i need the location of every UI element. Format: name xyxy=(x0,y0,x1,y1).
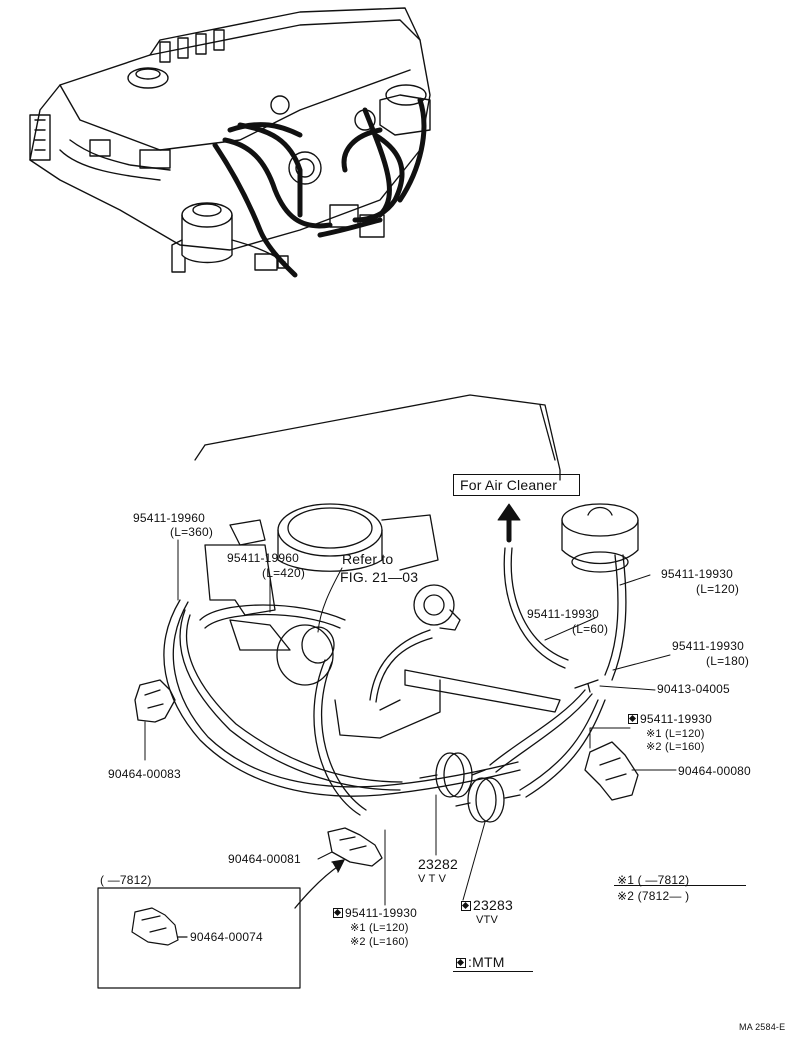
label-for-air-cleaner: For Air Cleaner xyxy=(460,477,558,493)
label-95411-19930-c: 95411-19930 xyxy=(672,639,745,653)
label-95411-19930-e-text: 95411-19930 xyxy=(345,906,418,920)
label-refer-fig: FIG. 21—03 xyxy=(340,569,419,585)
label-95411-19930-a: 95411-19930 xyxy=(661,567,734,581)
inset-box xyxy=(97,887,301,989)
label-refer-to: Refer to xyxy=(342,551,394,567)
label-95411-19960-a-length: (L=360) xyxy=(170,525,214,539)
label-23283-sub: VTV xyxy=(476,914,498,926)
diamond-marker-icon xyxy=(628,714,638,724)
label-23283: 23283 xyxy=(461,897,513,913)
label-95411-19930-e-len2: ※2 (L=160) xyxy=(350,936,409,948)
legend-mtm-text: :MTM xyxy=(468,954,505,970)
reference-code: MA 2584-E xyxy=(739,1022,786,1032)
air-cleaner-box: For Air Cleaner xyxy=(453,474,580,496)
label-95411-19930-d-text: 95411-19930 xyxy=(640,712,713,726)
legend-mtm: :MTM xyxy=(456,954,505,970)
engine-overview xyxy=(29,7,431,273)
diamond-marker-icon xyxy=(456,958,466,968)
label-90464-00080: 90464-00080 xyxy=(678,764,751,778)
up-arrow-icon xyxy=(497,503,521,543)
label-23282-sub: V T V xyxy=(418,873,447,885)
label-95411-19930-b: 95411-19930 xyxy=(527,607,600,621)
label-95411-19960-b-length: (L=420) xyxy=(262,566,306,580)
engine-overview-hoses xyxy=(212,97,427,278)
label-95411-19930-a-length: (L=120) xyxy=(696,582,740,596)
label-95411-19930-b-length: (L=60) xyxy=(572,622,609,636)
label-95411-19930-d: 95411-19930 xyxy=(628,712,712,726)
label-95411-19930-e: 95411-19930 xyxy=(333,906,417,920)
label-95411-19930-d-len2: ※2 (L=160) xyxy=(646,741,705,753)
label-90413-04005: 90413-04005 xyxy=(657,682,730,696)
leader-lines xyxy=(144,539,677,906)
diamond-marker-icon xyxy=(333,908,343,918)
legend-line-2: ※2 (7812— ) xyxy=(617,889,690,903)
label-90464-00081: 90464-00081 xyxy=(228,852,301,866)
label-23283-text: 23283 xyxy=(473,897,513,913)
label-90464-00083: 90464-00083 xyxy=(108,767,181,781)
label-95411-19960-b: 95411-19960 xyxy=(227,551,300,565)
label-95411-19960-a: 95411-19960 xyxy=(133,511,206,525)
curved-arrow-icon xyxy=(294,859,345,909)
label-inset-range: ( —7812) xyxy=(100,873,152,887)
label-95411-19930-d-len1: ※1 (L=120) xyxy=(646,728,705,740)
label-95411-19930-c-length: (L=180) xyxy=(706,654,750,668)
label-95411-19930-e-len1: ※1 (L=120) xyxy=(350,922,409,934)
main-hoses xyxy=(163,547,627,816)
legend-divider xyxy=(614,885,746,886)
legend-line-1: ※1 ( —7812) xyxy=(617,873,690,887)
main-engine-outline xyxy=(134,394,639,867)
label-23282: 23282 xyxy=(418,856,458,872)
diamond-marker-icon xyxy=(461,901,471,911)
label-90464-00074: 90464-00074 xyxy=(190,930,263,944)
mtm-underline xyxy=(453,971,533,972)
